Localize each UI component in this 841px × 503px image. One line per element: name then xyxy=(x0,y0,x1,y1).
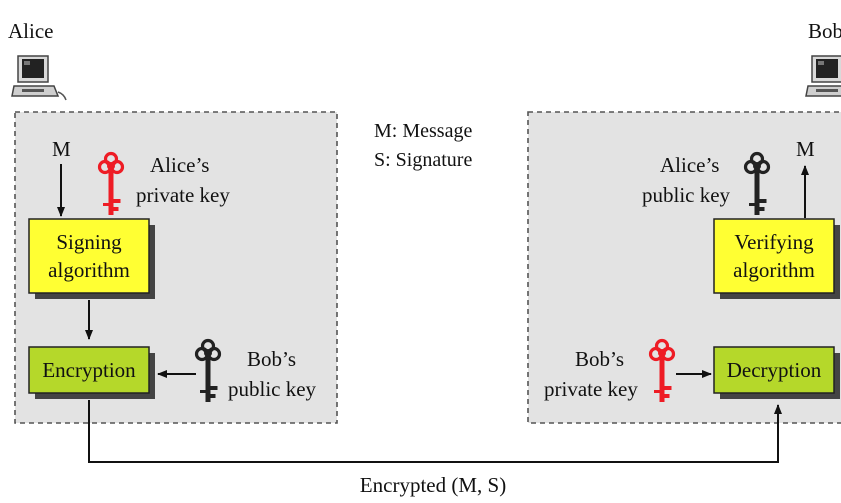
alice-private-key-label-1: Alice’s xyxy=(150,153,209,177)
alice-public-key-label-1: Alice’s xyxy=(660,153,719,177)
encrypted-channel-arrow xyxy=(88,400,782,463)
signing-label-1: Signing xyxy=(56,230,122,254)
legend-message: M: Message xyxy=(374,120,472,142)
sender-message-label: M xyxy=(52,137,71,161)
encryption-label: Encryption xyxy=(42,358,136,382)
bob-public-key-label-2: public key xyxy=(228,377,317,401)
bob-public-key-label-1: Bob’s xyxy=(247,347,296,371)
encryption-box xyxy=(28,346,150,394)
alice-label: Alice xyxy=(8,19,53,43)
computer-icon xyxy=(11,55,67,101)
alice-private-key-label-2: private key xyxy=(136,183,230,207)
bob-private-key-label-1: Bob’s xyxy=(575,347,624,371)
channel-label: Encrypted (M, S) xyxy=(360,473,506,497)
bob-private-key-label-2: private key xyxy=(544,377,638,401)
verifying-label-1: Verifying xyxy=(734,230,814,254)
verifying-label-2: algorithm xyxy=(733,258,815,282)
legend-signature: S: Signature xyxy=(374,149,472,171)
signing-algorithm-box xyxy=(28,218,150,294)
decryption-label: Decryption xyxy=(727,358,822,382)
verifying-algorithm-box xyxy=(713,218,835,294)
computer-icon xyxy=(805,55,841,101)
signing-label-2: algorithm xyxy=(48,258,130,282)
receiver-message-label: M xyxy=(796,137,815,161)
alice-public-key-label-2: public key xyxy=(642,183,731,207)
bob-label: Bob xyxy=(808,19,841,43)
decryption-box xyxy=(713,346,835,394)
